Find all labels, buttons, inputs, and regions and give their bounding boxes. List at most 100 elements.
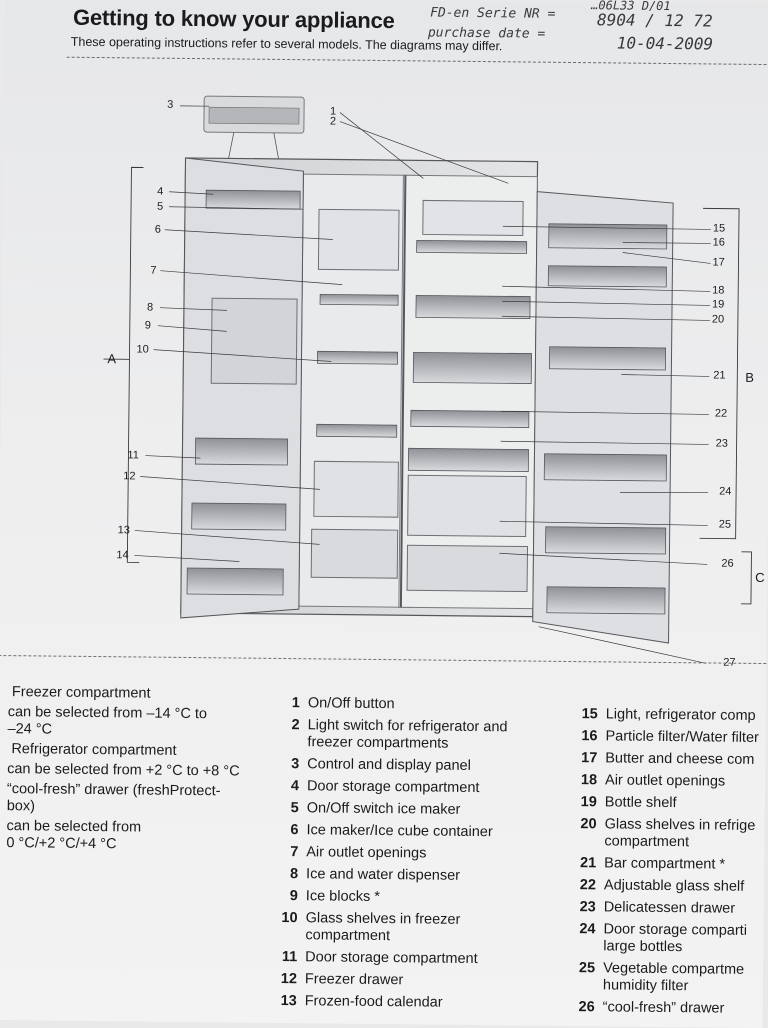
legend-parts-1: 1 On/Off button 2 Light switch for refriger… xyxy=(275,695,578,1018)
legend-left-item: can be selected from +2 °C to +8 °C xyxy=(1,761,273,781)
legend-item-text: Glass shelves in refrige compartment xyxy=(604,816,762,852)
callout-18: 18 xyxy=(712,284,724,296)
legend-item-text: Door storage compartment xyxy=(307,778,577,798)
bracket-label-b: B xyxy=(745,370,754,385)
legend-item-text: Delicatessen drawer xyxy=(604,899,762,918)
callout-15: 15 xyxy=(713,222,725,234)
callout-12: 12 xyxy=(123,470,135,482)
legend-item: 13 Frozen-food calendar xyxy=(275,993,575,1013)
callout-22: 22 xyxy=(715,408,727,420)
legend-item-text: Bottle shelf xyxy=(605,794,763,813)
legend-left-item: Freezer compartment xyxy=(2,684,274,704)
legend-item-number: 10 xyxy=(276,910,298,927)
legend-item-number: 3 xyxy=(277,756,299,773)
legend-item-number: 20 xyxy=(575,816,597,833)
legend-item: 20 Glass shelves in refrige compartment xyxy=(574,816,762,852)
legend-item: 19 Bottle shelf xyxy=(575,794,763,813)
freezer-door xyxy=(181,158,304,619)
legend-item: 26 “cool-fresh” drawer xyxy=(573,999,761,1018)
legend-item-number: 13 xyxy=(275,993,297,1010)
legend-item-number: 17 xyxy=(575,750,597,767)
legend-item-text: Air outlet openings xyxy=(306,844,576,864)
legend-item-text: Frozen-food calendar xyxy=(305,993,575,1013)
legend-item-text: Butter and cheese com xyxy=(605,750,763,769)
legend-left-item: can be selected from 0 °C/+2 °C/+4 °C xyxy=(0,818,272,855)
legend-item: 8 Ice and water dispenser xyxy=(276,866,576,886)
legend-item-number: 24 xyxy=(573,921,595,938)
legend-item-number: 19 xyxy=(575,794,597,811)
legend-item-text: Door storage comparti large bottles xyxy=(603,921,761,957)
legend-item: 9 Ice blocks * xyxy=(276,888,576,908)
callout-13: 13 xyxy=(118,524,130,536)
legend-item-number: 18 xyxy=(575,772,597,789)
legend-item-text: Ice maker/Ice cube container xyxy=(306,822,576,842)
legend-item-text: Bar compartment * xyxy=(604,855,762,874)
callout-5: 5 xyxy=(157,201,163,213)
callout-26: 26 xyxy=(721,558,733,570)
callout-23: 23 xyxy=(716,438,728,450)
legend-item-number: 2 xyxy=(278,717,300,734)
legend-item-text: Particle filter/Water filter xyxy=(605,728,763,747)
dispenser xyxy=(211,298,297,384)
callout-17: 17 xyxy=(712,256,724,268)
legend-left-item: “cool-fresh” drawer (freshProtect- box) xyxy=(1,781,273,818)
callout-4: 4 xyxy=(157,186,163,198)
legend-item-number: 15 xyxy=(576,706,598,723)
legend-item-text: Air outlet openings xyxy=(605,772,763,791)
legend-left-item: can be selected from –14 °C to –24 °C xyxy=(1,704,273,741)
callout-24: 24 xyxy=(719,486,731,498)
legend-item-text: Control and display panel xyxy=(307,756,577,776)
legend-compartments: Freezer compartment can be selected from… xyxy=(0,684,274,858)
legend-item-number: 11 xyxy=(275,949,297,966)
legend-item-text: Adjustable glass shelf xyxy=(604,877,762,896)
legend-item-number: 7 xyxy=(276,844,298,861)
legend-item-text: Glass shelves in freezer compartment xyxy=(305,910,575,947)
legend-item-number: 26 xyxy=(573,999,595,1016)
callout-2: 2 xyxy=(330,115,336,127)
bracket-label-a: A xyxy=(107,351,116,366)
legend-item-text: On/Off switch ice maker xyxy=(307,800,577,820)
legend-item: 2 Light switch for refrigerator and freez… xyxy=(277,717,577,754)
legend-item-number: 21 xyxy=(574,855,596,872)
legend-item: 1 On/Off button xyxy=(278,695,578,715)
legend-item-number: 25 xyxy=(573,960,595,977)
legend-item-number: 12 xyxy=(275,971,297,988)
legend-item: 17 Butter and cheese com xyxy=(575,750,763,769)
legend-item-text: On/Off button xyxy=(308,695,578,715)
legend-item: 18 Air outlet openings xyxy=(575,772,763,791)
legend-item-number: 22 xyxy=(574,877,596,894)
legend-item: 21 Bar compartment * xyxy=(574,855,762,874)
bracket-label-c: C xyxy=(755,570,765,585)
callout-10: 10 xyxy=(137,343,149,355)
callout-6: 6 xyxy=(155,224,161,236)
legend-item-text: Ice blocks * xyxy=(306,888,576,908)
callout-20: 20 xyxy=(712,313,724,325)
legend-item-number: 8 xyxy=(276,866,298,883)
callout-14: 14 xyxy=(116,549,128,561)
legend-item-number: 16 xyxy=(575,728,597,745)
legend-item: 10 Glass shelves in freezer compartment xyxy=(275,910,575,947)
callout-25: 25 xyxy=(719,519,731,531)
legend-item-number: 9 xyxy=(276,888,298,905)
legend-item: 3 Control and display panel xyxy=(277,756,577,776)
callout-8: 8 xyxy=(147,302,153,314)
legend-item: 24 Door storage comparti large bottles xyxy=(573,921,761,957)
legend-item-number: 1 xyxy=(278,695,300,712)
legend-item: 16 Particle filter/Water filter xyxy=(575,728,763,747)
legend-item-number: 4 xyxy=(277,778,299,795)
legend-item-text: “cool-fresh” drawer xyxy=(603,999,761,1018)
legend-item: 25 Vegetable compartme humidity filter xyxy=(573,960,761,996)
legend-item-text: Ice and water dispenser xyxy=(306,866,576,886)
callout-19: 19 xyxy=(712,298,724,310)
legend-item-text: Light switch for refrigerator and freeze… xyxy=(307,717,577,754)
fridge-door xyxy=(533,192,674,643)
legend-item: 22 Adjustable glass shelf xyxy=(574,877,762,896)
legend-item-text: Vegetable compartme humidity filter xyxy=(603,960,761,996)
legend-item: 4 Door storage compartment xyxy=(277,778,577,798)
legend-item-text: Door storage compartment xyxy=(305,949,575,969)
